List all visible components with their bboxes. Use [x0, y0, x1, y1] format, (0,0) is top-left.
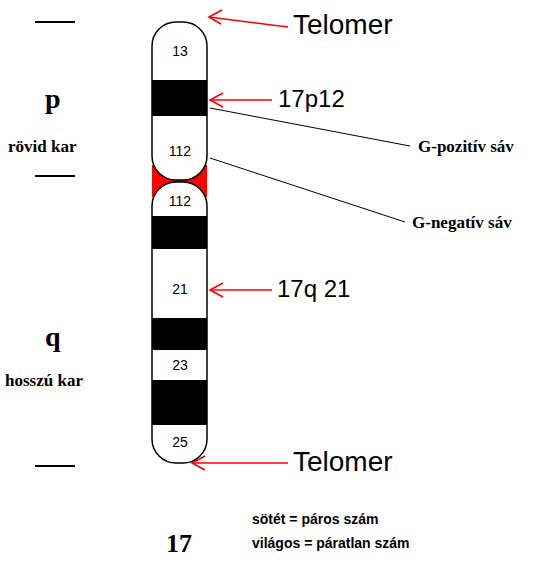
band-number: 112 [160, 190, 200, 214]
short-arm-bands [152, 22, 207, 180]
band-label: 17q 21 [277, 276, 350, 302]
band-number-text: 112 [169, 194, 191, 209]
leader-lines [210, 108, 410, 222]
band-number-text: 25 [172, 435, 188, 450]
band-number: 21 [160, 276, 200, 304]
arm-letter: q [45, 322, 61, 353]
band-type-label: G-negatív sáv [412, 214, 512, 233]
band-number-text: 13 [172, 44, 188, 59]
pointer-arrows [192, 10, 288, 470]
band-number: 23 [160, 352, 200, 380]
telomere-label: Telomer [293, 447, 393, 478]
arm-name: hosszú kar [5, 372, 83, 391]
band-number-text: 112 [169, 144, 191, 159]
telomere-label: Telomer [293, 10, 393, 41]
arm-dividers [35, 22, 75, 466]
long-arm-outline [152, 182, 207, 463]
long-arm-bands [152, 182, 207, 463]
band-label: 17p12 [278, 86, 345, 112]
chromosome-number: 17 [166, 530, 192, 559]
band-number: 112 [160, 138, 200, 166]
legend-note: világos = páratlan szám [252, 536, 410, 551]
legend-note: sötét = páros szám [252, 512, 378, 527]
arm-letter: p [45, 84, 61, 115]
band-type-label: G-pozitív sáv [418, 138, 514, 157]
band-number-text: 21 [172, 282, 188, 297]
band-number-text: 23 [172, 358, 188, 373]
band-number: 13 [160, 38, 200, 66]
band-number: 25 [160, 429, 200, 457]
arm-name: rövid kar [8, 138, 76, 157]
short-arm-outline [152, 22, 207, 180]
